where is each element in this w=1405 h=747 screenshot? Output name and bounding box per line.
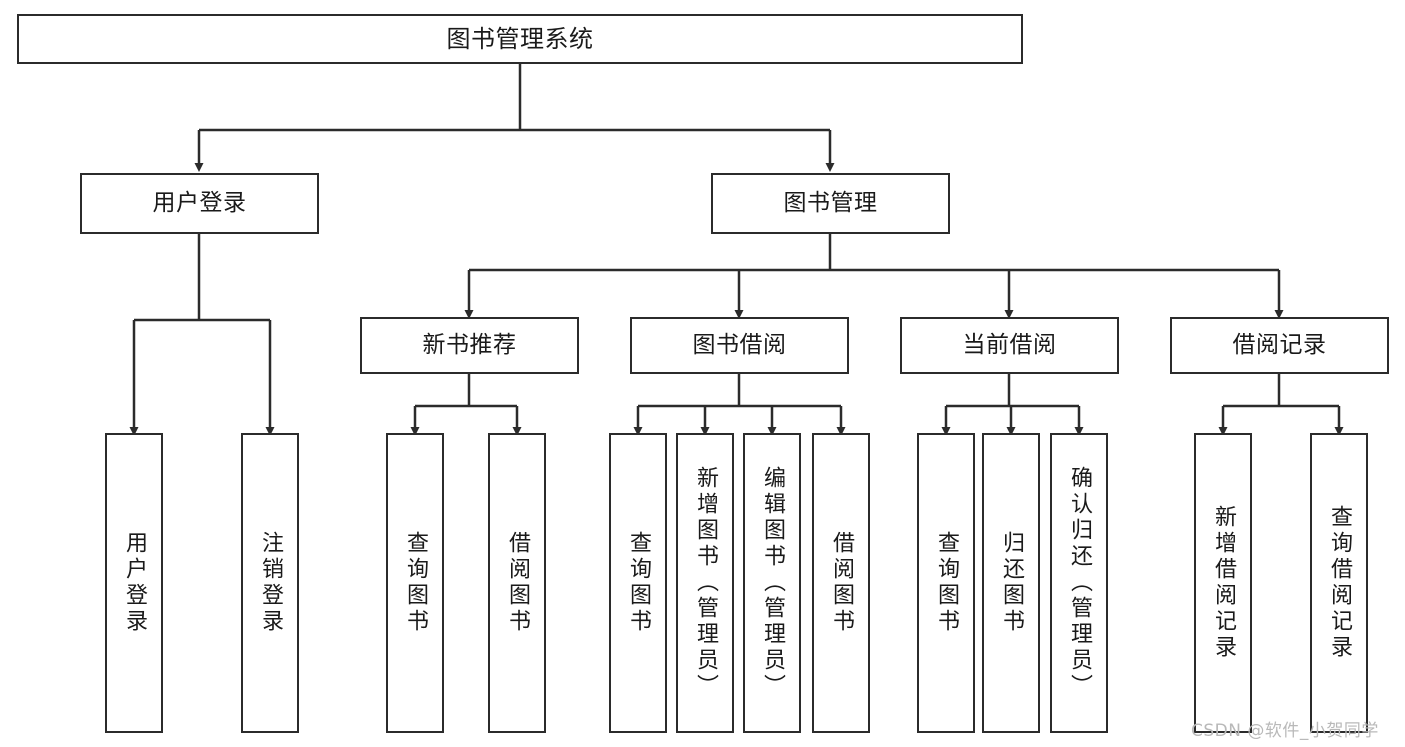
node-label: 借阅图书 bbox=[505, 531, 530, 635]
node-label: 查询图书 bbox=[934, 531, 959, 635]
node-label: 确认归还（管理员） bbox=[1067, 466, 1092, 700]
node-root-system[interactable]: 图书管理系统 bbox=[17, 14, 1023, 64]
node-label: 当前借阅 bbox=[962, 331, 1057, 358]
node-label: 图书借阅 bbox=[692, 331, 787, 358]
leaf-borrow-edit-book-admin[interactable]: 编辑图书（管理员） bbox=[743, 433, 801, 733]
node-label: 借阅记录 bbox=[1232, 331, 1327, 358]
leaf-current-confirm-return-admin[interactable]: 确认归还（管理员） bbox=[1050, 433, 1108, 733]
node-book-borrow[interactable]: 图书借阅 bbox=[630, 317, 849, 374]
node-label: 图书管理系统 bbox=[446, 24, 594, 53]
leaf-borrow-add-book-admin[interactable]: 新增图书（管理员） bbox=[676, 433, 734, 733]
node-label: 借阅图书 bbox=[829, 531, 854, 635]
leaf-record-add-record[interactable]: 新增借阅记录 bbox=[1194, 433, 1252, 733]
node-current-borrow[interactable]: 当前借阅 bbox=[900, 317, 1119, 374]
node-book-management[interactable]: 图书管理 bbox=[711, 173, 950, 234]
csdn-watermark: CSDN @软件_小贺同学 bbox=[1191, 721, 1379, 741]
node-label: 图书管理 bbox=[783, 189, 878, 216]
node-label: 查询图书 bbox=[626, 531, 651, 635]
node-label: 编辑图书（管理员） bbox=[760, 466, 785, 700]
leaf-borrow-borrow-book[interactable]: 借阅图书 bbox=[812, 433, 870, 733]
node-label: 归还图书 bbox=[999, 531, 1024, 635]
node-new-book-recommend[interactable]: 新书推荐 bbox=[360, 317, 579, 374]
leaf-user-login-login[interactable]: 用户登录 bbox=[105, 433, 163, 733]
node-label: 用户登录 bbox=[122, 531, 147, 635]
node-label: 查询借阅记录 bbox=[1327, 505, 1352, 661]
node-user-login[interactable]: 用户登录 bbox=[80, 173, 319, 234]
node-label: 新增图书（管理员） bbox=[693, 466, 718, 700]
leaf-recommend-query-book[interactable]: 查询图书 bbox=[386, 433, 444, 733]
leaf-recommend-borrow-book[interactable]: 借阅图书 bbox=[488, 433, 546, 733]
node-label: 查询图书 bbox=[403, 531, 428, 635]
node-label: 新增借阅记录 bbox=[1211, 505, 1236, 661]
node-label: 新书推荐 bbox=[422, 331, 517, 358]
leaf-user-login-logout[interactable]: 注销登录 bbox=[241, 433, 299, 733]
leaf-borrow-query-book[interactable]: 查询图书 bbox=[609, 433, 667, 733]
node-label: 用户登录 bbox=[152, 189, 247, 216]
node-label: 注销登录 bbox=[258, 531, 283, 635]
leaf-record-query-record[interactable]: 查询借阅记录 bbox=[1310, 433, 1368, 733]
node-borrow-record[interactable]: 借阅记录 bbox=[1170, 317, 1389, 374]
leaf-current-return-book[interactable]: 归还图书 bbox=[982, 433, 1040, 733]
leaf-current-query-book[interactable]: 查询图书 bbox=[917, 433, 975, 733]
